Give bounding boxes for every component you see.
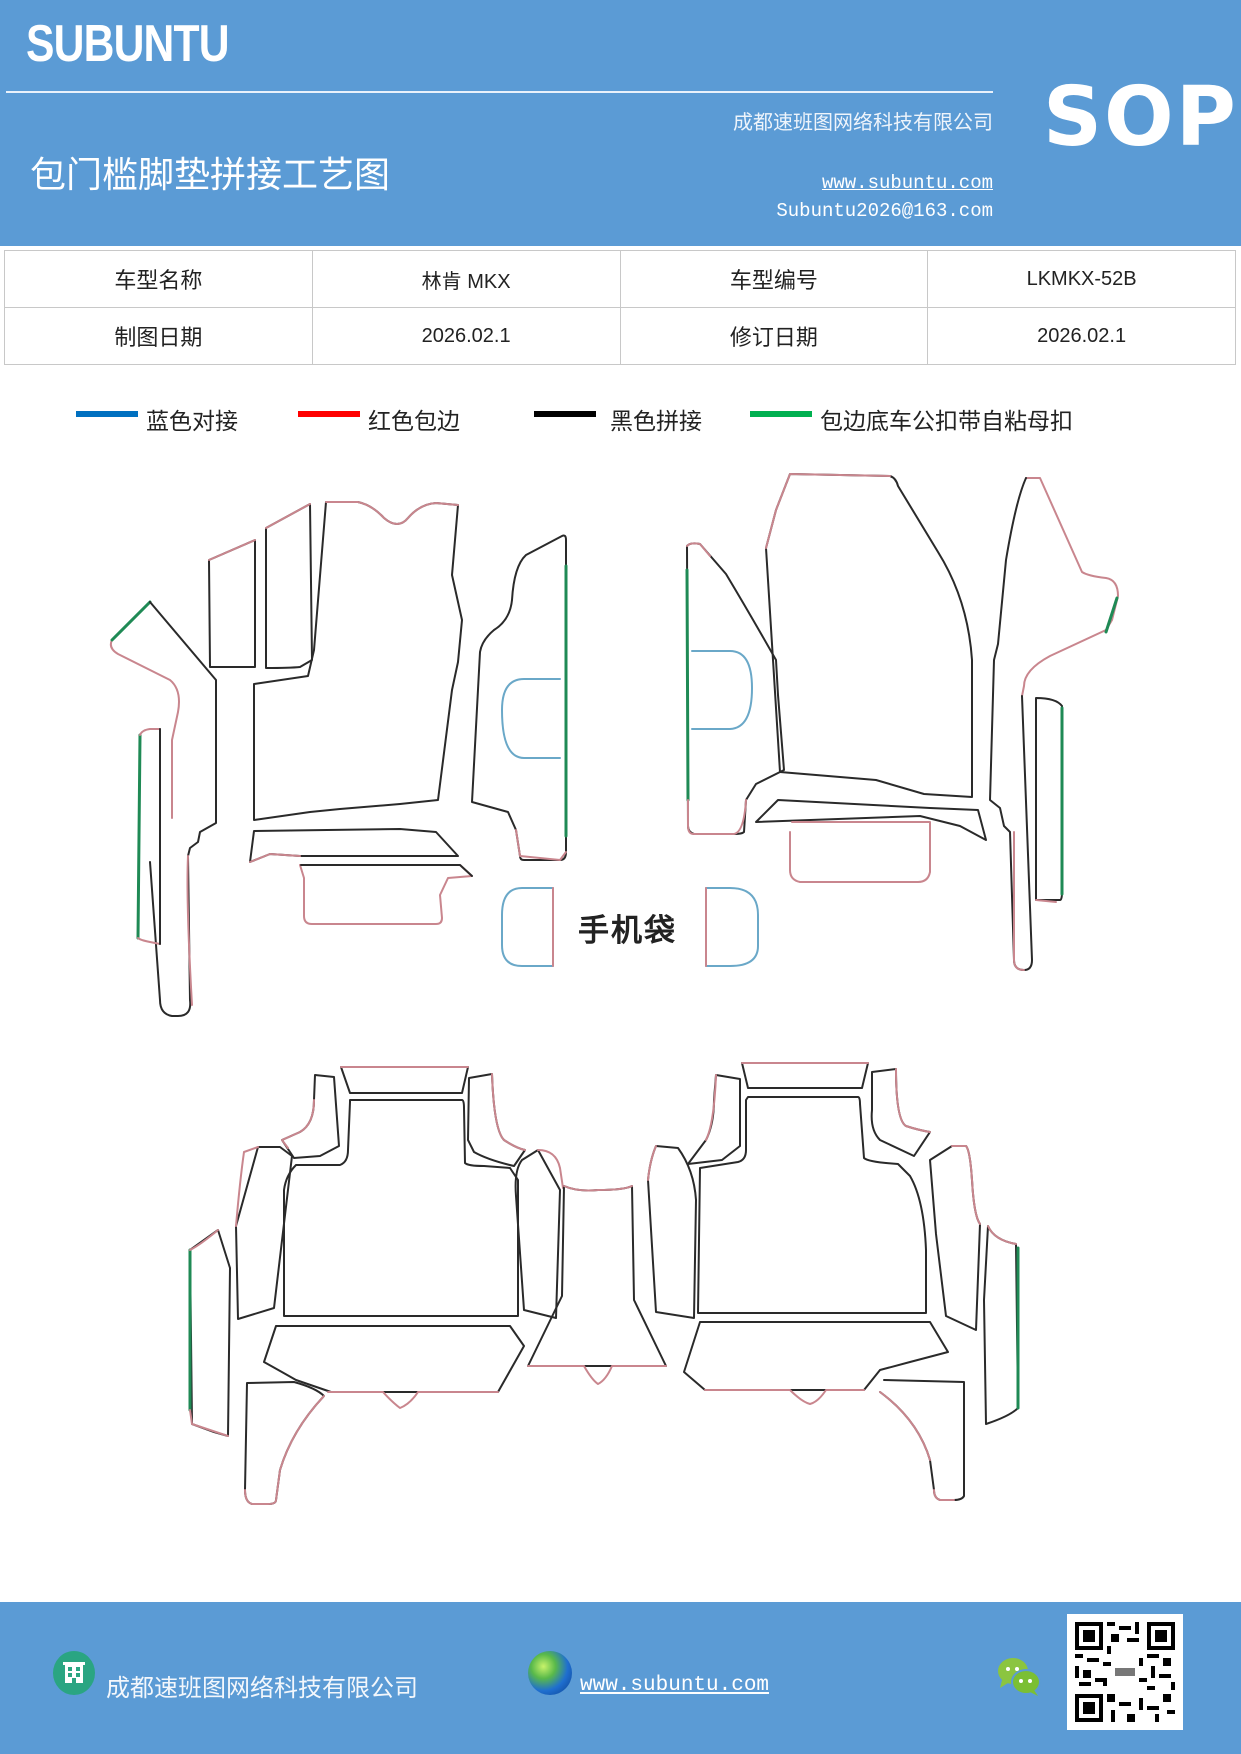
header-company-name: 成都速班图网络科技有限公司	[733, 110, 993, 134]
legend-item-red: 红色包边	[298, 402, 460, 436]
globe-icon	[528, 1651, 572, 1695]
legend-item-black: 黑色拼接	[534, 402, 702, 436]
brand-logo: SUBUNTU	[26, 15, 230, 73]
table-row: 车型名称 林肯 MKX 车型编号 LKMKX-52B	[4, 250, 1236, 308]
model-code-label: 车型编号	[619, 250, 929, 308]
red-line-swatch	[298, 411, 360, 417]
document-title: 包门槛脚垫拼接工艺图	[30, 155, 391, 196]
vehicle-info-table: 车型名称 林肯 MKX 车型编号 LKMKX-52B 制图日期 2026.02.…	[4, 250, 1236, 365]
header-divider	[6, 91, 993, 93]
qr-code[interactable]	[1067, 1614, 1183, 1730]
table-row: 制图日期 2026.02.1 修订日期 2026.02.1	[4, 307, 1236, 365]
line-legend: 蓝色对接 红色包边 黑色拼接 包边底车公扣带自粘母扣	[0, 402, 1241, 442]
header-banner: SUBUNTU 包门槛脚垫拼接工艺图 成都速班图网络科技有限公司 www.sub…	[0, 0, 1241, 246]
model-name-label: 车型名称	[4, 250, 313, 308]
rear-mat-set	[188, 1062, 1020, 1505]
header-website-link[interactable]: www.subuntu.com	[821, 172, 993, 194]
footer-company-name: 成都速班图网络科技有限公司	[106, 1674, 418, 1702]
black-line-swatch	[534, 411, 596, 417]
model-code-value: LKMKX-52B	[927, 250, 1236, 308]
footer-banner: 成都速班图网络科技有限公司 www.subuntu.com	[0, 1602, 1241, 1754]
footer-website-link[interactable]: www.subuntu.com	[580, 1674, 770, 1697]
front-left-mat-set	[109, 501, 568, 1017]
legend-item-blue: 蓝色对接	[76, 402, 238, 436]
model-name-value: 林肯 MKX	[311, 250, 621, 308]
legend-item-green: 包边底车公扣带自粘母扣	[750, 402, 1073, 436]
phone-pocket-label: 手机袋	[578, 913, 677, 949]
building-icon	[53, 1651, 95, 1695]
revision-date-value: 2026.02.1	[927, 307, 1236, 365]
floor-mat-diagram	[0, 450, 1241, 1580]
wechat-icon	[996, 1656, 1042, 1698]
drawing-date-value: 2026.02.1	[311, 307, 621, 365]
front-right-mat-set	[685, 473, 1119, 971]
revision-date-label: 修订日期	[619, 307, 929, 365]
green-line-swatch	[750, 411, 812, 417]
drawing-date-label: 制图日期	[4, 307, 313, 365]
blue-line-swatch	[76, 411, 138, 417]
header-email: Subuntu2026@163.com	[776, 200, 993, 222]
sop-badge: SOP	[1043, 70, 1238, 165]
